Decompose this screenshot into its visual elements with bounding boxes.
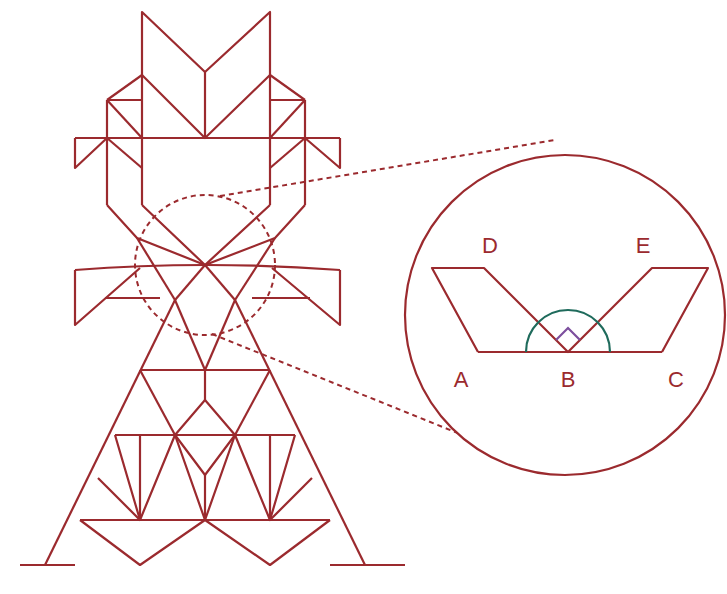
tower-frame	[20, 12, 405, 565]
point-label: E	[636, 235, 651, 257]
point-label: D	[482, 235, 498, 257]
zoom-circle	[405, 155, 725, 475]
point-label: A	[454, 369, 469, 391]
point-label: B	[561, 369, 576, 391]
angle-arc	[526, 310, 610, 352]
zoom-detail	[432, 268, 708, 352]
focus-circle	[135, 195, 275, 335]
point-label: C	[668, 369, 684, 391]
right-angle-mark	[556, 328, 580, 340]
